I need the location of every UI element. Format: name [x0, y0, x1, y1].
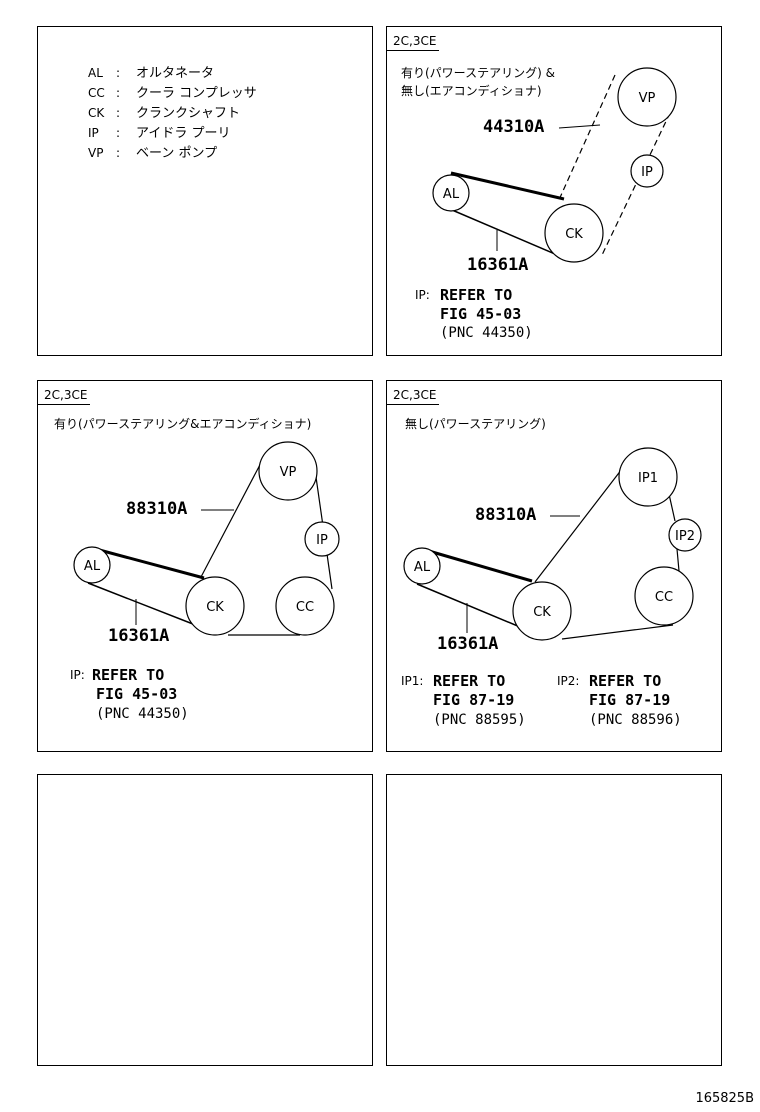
pulley-ip [630, 154, 664, 188]
condition-line-1: 有り(パワーステアリング) & [401, 66, 555, 80]
note-refer-to: REFER TO [92, 666, 165, 684]
legend-name-ip: アイドラ プーリ [136, 126, 231, 141]
pulley-ip [304, 521, 340, 557]
pulley-ck-label: CK [565, 227, 583, 242]
belt-diagram-ps-only: VP IP AL CK [432, 67, 677, 263]
belt-44310a-right [601, 112, 671, 256]
pulley-vp [258, 441, 318, 501]
model-tag: 2C,3CE [386, 388, 440, 405]
legend-code-vp: VP [88, 146, 104, 160]
condition-line: 無し(パワーステアリング) [405, 417, 546, 431]
legend-sep-al: : [116, 66, 121, 80]
legend-name-vp: ベーン ポンプ [136, 146, 218, 161]
note-pnc: (PNC 44350) [96, 706, 189, 722]
pulley-cc-label: CC [655, 590, 673, 605]
pulley-ip2-label: IP2 [675, 529, 695, 544]
pulley-al [403, 547, 441, 585]
belt-16361a-bottom [87, 582, 199, 627]
belt-88310a-left [534, 464, 626, 583]
condition-line-2: 無し(エアコンディショナ) [401, 84, 542, 98]
part-number-16361a: 16361A [467, 255, 529, 275]
leader-44310a [558, 124, 601, 129]
pulley-vp-label: VP [280, 465, 297, 480]
pulley-ip1 [618, 447, 678, 507]
legend-code-al: AL [88, 66, 103, 80]
legend-panel: AL : オルタネータ CC : クーラ コンプレッサ CK : クランクシャフ… [37, 26, 373, 356]
pulley-al-label: AL [443, 187, 460, 202]
note-pnc: (PNC 44350) [440, 325, 533, 341]
pulley-al-label: AL [414, 560, 431, 575]
legend-sep-cc: : [116, 86, 121, 100]
legend-name-al: オルタネータ [136, 66, 215, 81]
note-ip1-fig-ref: FIG 87-19 [433, 691, 515, 709]
empty-panel-left [37, 774, 373, 1066]
legend-code-ck: CK [88, 106, 105, 120]
pulley-ip-label: IP [316, 533, 328, 548]
note-ip1-refer-to: REFER TO [433, 672, 506, 690]
pulley-cc [634, 566, 694, 626]
pulley-ck [512, 581, 572, 641]
note-fig-ref: FIG 45-03 [440, 305, 522, 323]
belt-16361a-top [421, 547, 533, 583]
note-prefix-ip: IP: [415, 288, 430, 302]
belt-88310a-left [200, 458, 264, 578]
pulley-ck [544, 203, 604, 263]
drawing-number: 165825B [695, 1091, 754, 1106]
belt-diagram-no-ps: IP1 IP2 AL CK CC [403, 447, 702, 641]
model-tag: 2C,3CE [386, 34, 440, 51]
pulley-ck-label: CK [206, 600, 224, 615]
note-prefix-ip2: IP2: [557, 674, 580, 688]
note-ip1-pnc: (PNC 88595) [433, 712, 526, 728]
belt-16361a-bottom [444, 206, 563, 258]
legend-name-cc: クーラ コンプレッサ [136, 86, 257, 101]
pulley-vp [617, 67, 677, 127]
belt-16361a-top [450, 171, 565, 201]
belt-panel-no-ps: IP1 IP2 AL CK CC 2C,3CE 無し(パワーステアリング) 88… [386, 380, 722, 752]
note-ip2-refer-to: REFER TO [589, 672, 662, 690]
note-fig-ref: FIG 45-03 [96, 685, 178, 703]
belt-88310a-mid-right [676, 548, 680, 572]
pulley-cc [275, 576, 335, 636]
pulley-vp-label: VP [639, 91, 656, 106]
pulley-al [73, 546, 111, 584]
belt-44310a-left [557, 74, 616, 203]
note-ip2-fig-ref: FIG 87-19 [589, 691, 671, 709]
part-number-16361a: 16361A [108, 626, 170, 646]
pulley-ip2 [668, 518, 702, 552]
legend-code-cc: CC [88, 86, 105, 100]
legend-code-ip: IP [88, 126, 99, 140]
condition-line: 有り(パワーステアリング&エアコンディショナ) [54, 417, 312, 431]
note-refer-to: REFER TO [440, 286, 513, 304]
pulley-cc-label: CC [296, 600, 314, 615]
pulley-ip-label: IP [641, 165, 653, 180]
part-number-88310a: 88310A [126, 499, 188, 519]
legend-sep-ck: : [116, 106, 121, 120]
belt-16361a-top [91, 546, 205, 580]
note-prefix-ip: IP: [70, 668, 85, 682]
belt-16361a-bottom [416, 583, 521, 628]
belt-diagram-ps-ac: VP IP AL CK CC [73, 441, 340, 636]
legend-name-ck: クランクシャフト [136, 106, 241, 121]
model-tag: 2C,3CE [37, 388, 91, 405]
part-number-16361a: 16361A [437, 634, 499, 654]
legend-sep-vp: : [116, 146, 121, 160]
part-number-44310a: 44310A [483, 117, 545, 137]
part-number-88310a: 88310A [475, 505, 537, 525]
pulley-al [432, 174, 470, 212]
note-prefix-ip1: IP1: [401, 674, 424, 688]
pulley-al-label: AL [84, 559, 101, 574]
legend-sep-ip: : [116, 126, 121, 140]
pulley-ck [185, 576, 245, 636]
belt-panel-ps-only: VP IP AL CK 2C,3CE 有り(パワーステアリング) & 無し(エア… [386, 26, 722, 356]
empty-panel-right [386, 774, 722, 1066]
pulley-ck-label: CK [533, 605, 551, 620]
belt-panel-ps-ac: VP IP AL CK CC 2C,3CE 有り(パワーステアリング&エアコンデ… [37, 380, 373, 752]
note-ip2-pnc: (PNC 88596) [589, 712, 682, 728]
belt-88310a-bottom [561, 624, 674, 640]
pulley-ip1-label: IP1 [638, 471, 658, 486]
